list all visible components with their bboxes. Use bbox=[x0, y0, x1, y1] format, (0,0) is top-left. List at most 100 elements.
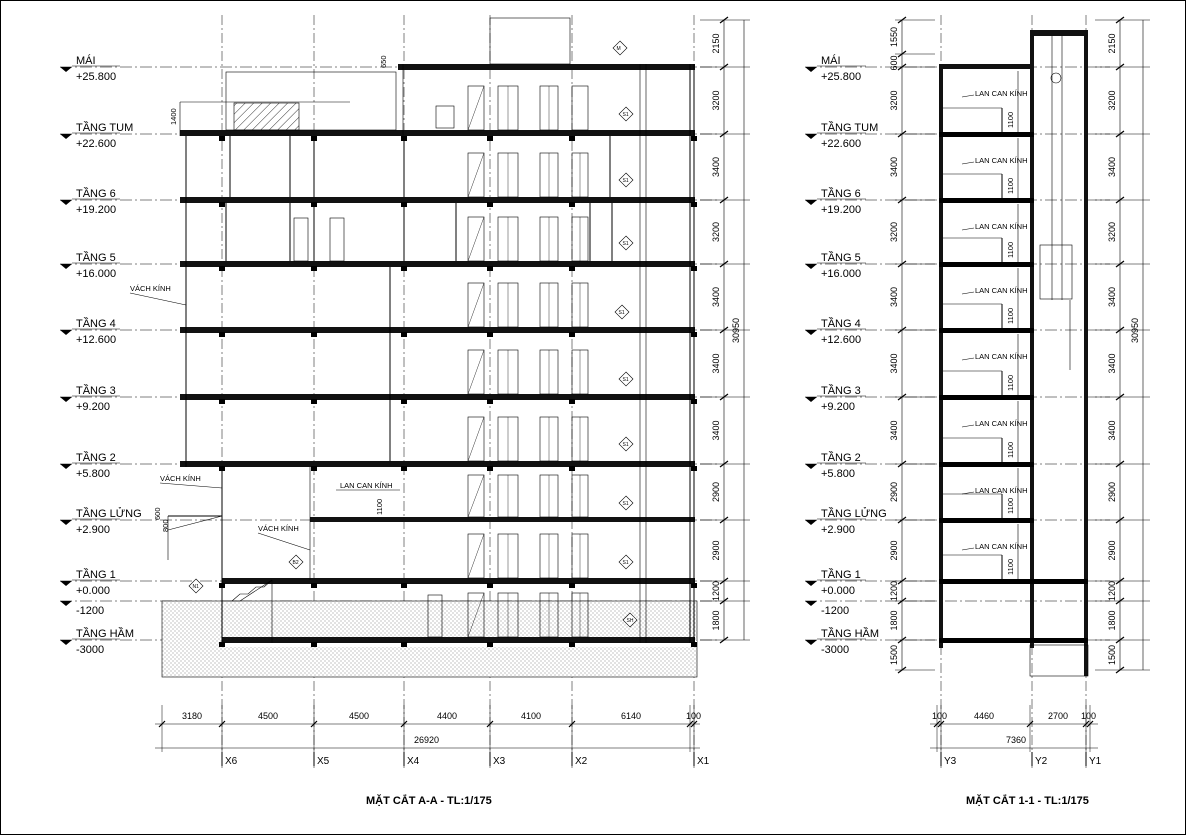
column-head bbox=[401, 583, 407, 588]
vdim-tick bbox=[719, 516, 729, 524]
dim-tick bbox=[933, 720, 941, 728]
column-head bbox=[311, 466, 317, 471]
column-head bbox=[487, 466, 493, 471]
rail-leader bbox=[961, 161, 975, 165]
level-name: TẦNG 1 bbox=[821, 568, 861, 581]
note-lan-can: LAN CAN KÍNH bbox=[340, 481, 393, 490]
level-elevation: -3000 bbox=[76, 644, 104, 656]
door bbox=[427, 594, 443, 638]
vdim-value: 2150 bbox=[711, 33, 721, 53]
column-head bbox=[691, 399, 697, 404]
vdim-tick bbox=[1115, 516, 1125, 524]
column-marks bbox=[219, 136, 697, 647]
slab-ham bbox=[222, 637, 695, 643]
column-head bbox=[219, 202, 225, 207]
dim-tick bbox=[218, 720, 226, 728]
vdim-value: 2900 bbox=[1107, 540, 1117, 560]
level-marker-icon bbox=[60, 640, 72, 645]
right-roof-core bbox=[1030, 30, 1088, 36]
rail-leader bbox=[961, 357, 975, 361]
axis-label: X6 bbox=[225, 756, 238, 767]
level-name: TẦNG HẦM bbox=[76, 627, 134, 640]
column-head bbox=[311, 583, 317, 588]
column-head bbox=[487, 136, 493, 141]
right-slab-core bbox=[1030, 579, 1088, 584]
right-vertical-dimensions-right: 2150320034003200340034003400290029001200… bbox=[1095, 16, 1150, 674]
vdim-tick bbox=[1115, 260, 1125, 268]
column-head bbox=[569, 466, 575, 471]
axis-label: Y2 bbox=[1035, 756, 1048, 767]
railing-dim: 1100 bbox=[1006, 442, 1015, 458]
level-name: TẦNG 3 bbox=[821, 384, 861, 397]
level-elevation: +19.200 bbox=[76, 204, 116, 216]
column-head bbox=[401, 399, 407, 404]
vdim-tick bbox=[1115, 16, 1125, 24]
level-marker-icon bbox=[805, 134, 817, 139]
railing-label: LAN CAN KÍNH bbox=[975, 542, 1028, 551]
vdim-value: 3200 bbox=[711, 90, 721, 110]
vdim-tick bbox=[897, 393, 907, 401]
vdim-tick bbox=[897, 516, 907, 524]
column-head bbox=[401, 466, 407, 471]
dim-tick bbox=[1026, 720, 1034, 728]
level-elevation: +0.000 bbox=[821, 585, 855, 597]
level-marker-icon bbox=[805, 200, 817, 205]
column-head bbox=[691, 583, 697, 588]
dim-800: 800 bbox=[161, 519, 170, 532]
right-slab bbox=[939, 262, 1034, 267]
column-head bbox=[691, 266, 697, 271]
elevator-pulley bbox=[1050, 72, 1062, 84]
vdim-tick bbox=[1115, 63, 1125, 71]
tag-diamond-icon bbox=[618, 436, 634, 452]
column-head bbox=[401, 202, 407, 207]
dim-tick bbox=[310, 720, 318, 728]
column-head bbox=[401, 266, 407, 271]
tag-diamond-icon bbox=[618, 106, 634, 122]
vdim-tick bbox=[897, 63, 907, 71]
door bbox=[467, 416, 485, 462]
vdim-value: 3400 bbox=[1107, 353, 1117, 373]
tag-label: S1 bbox=[623, 442, 629, 448]
rail-leader bbox=[961, 491, 975, 495]
dim-value: 6140 bbox=[621, 711, 641, 721]
vdim-value: 2900 bbox=[711, 482, 721, 502]
vdim-value: 3400 bbox=[711, 157, 721, 177]
axis-label: X5 bbox=[317, 756, 330, 767]
column-head bbox=[401, 332, 407, 337]
vdim-tick bbox=[719, 577, 729, 585]
vdim-tick bbox=[719, 393, 729, 401]
column-head bbox=[219, 266, 225, 271]
level-name: TẦNG 4 bbox=[76, 317, 116, 330]
vdim-value: 2150 bbox=[1107, 33, 1117, 53]
door bbox=[467, 216, 485, 262]
vdim-tick bbox=[719, 460, 729, 468]
level-elevation: -1200 bbox=[76, 605, 104, 617]
column-head bbox=[569, 136, 575, 141]
column-head bbox=[311, 136, 317, 141]
level-marker-icon bbox=[805, 640, 817, 645]
column-head bbox=[569, 399, 575, 404]
vdim-value: 3200 bbox=[889, 90, 899, 110]
level-elevation: +22.600 bbox=[821, 138, 861, 150]
railing-dim: 1100 bbox=[1006, 375, 1015, 391]
level-elevation: +5.800 bbox=[76, 468, 110, 480]
level-marker-icon bbox=[60, 397, 72, 402]
vdim-tick bbox=[719, 196, 729, 204]
column-head bbox=[219, 332, 225, 337]
tag-label: S1 bbox=[623, 501, 629, 507]
level-name: TẦNG 6 bbox=[821, 187, 861, 200]
door bbox=[571, 85, 589, 131]
column-head bbox=[311, 642, 317, 647]
level-name: TẦNG 3 bbox=[76, 384, 116, 397]
level-marker-icon bbox=[60, 67, 72, 72]
roof-stair-box bbox=[489, 17, 571, 65]
axis-label: Y1 bbox=[1089, 756, 1102, 767]
vdim-value: 3400 bbox=[889, 157, 899, 177]
vdim-value: 3400 bbox=[889, 287, 899, 307]
railing-label: LAN CAN KÍNH bbox=[975, 286, 1028, 295]
caption-section-1-1: MẶT CẮT 1-1 - TL:1/175 bbox=[966, 794, 1089, 807]
level-marker-icon bbox=[60, 264, 72, 269]
tag-diamond-icon bbox=[188, 578, 204, 594]
vdim-tick bbox=[897, 196, 907, 204]
